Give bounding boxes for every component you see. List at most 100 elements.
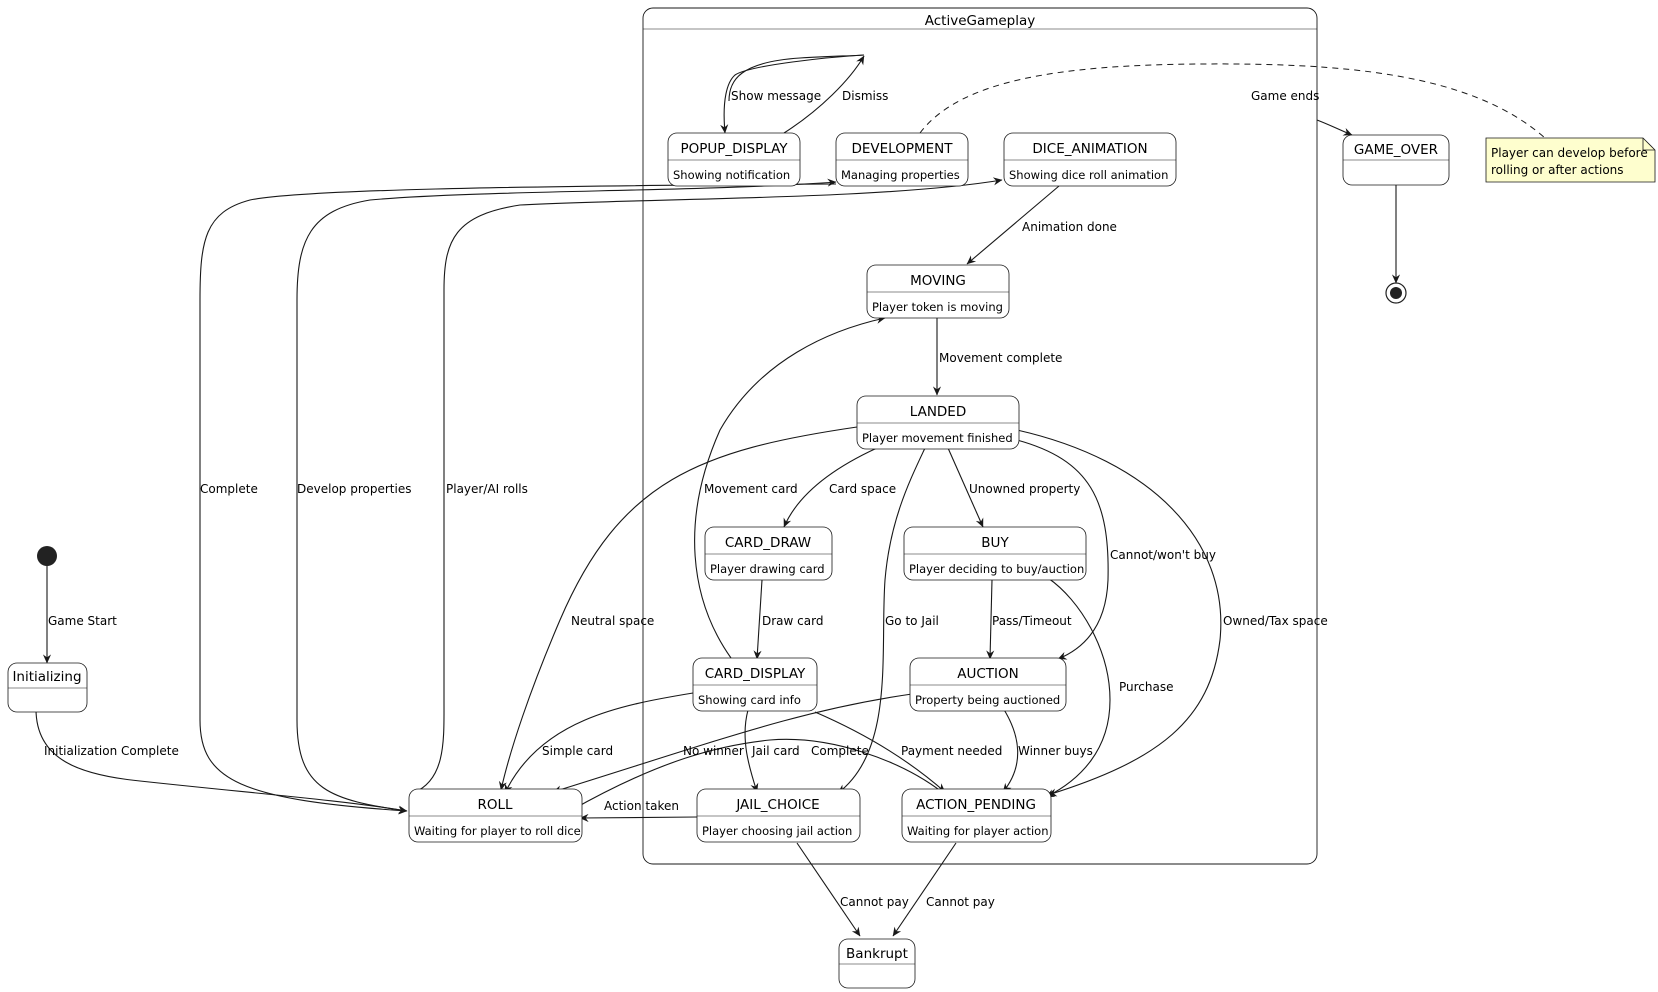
state-name: CARD_DISPLAY xyxy=(705,666,806,682)
composite-title: ActiveGameplay xyxy=(925,13,1036,29)
edge-cannot-buy xyxy=(1016,439,1109,660)
edge-neutral-space xyxy=(498,426,858,791)
label-payment-needed: Payment needed xyxy=(901,744,1002,758)
label-unowned-property: Unowned property xyxy=(969,482,1080,496)
state-popup-display: POPUP_DISPLAY Showing notification xyxy=(667,132,801,187)
state-name: DICE_ANIMATION xyxy=(1032,141,1147,157)
note-line-2: rolling or after actions xyxy=(1491,163,1624,177)
edge-simple-card xyxy=(504,692,694,794)
composite-active-gameplay: ActiveGameplay xyxy=(642,7,1318,865)
state-action-pending: ACTION_PENDING Waiting for player action xyxy=(901,788,1052,843)
label-movement-complete: Movement complete xyxy=(939,351,1062,365)
state-jail-choice: JAIL_CHOICE Player choosing jail action xyxy=(696,788,861,843)
state-landed: LANDED Player movement finished xyxy=(856,395,1020,450)
label-simple-card: Simple card xyxy=(542,744,613,758)
state-desc: Showing dice roll animation xyxy=(1009,168,1168,182)
state-name: CARD_DRAW xyxy=(725,535,811,551)
state-auction: AUCTION Property being auctioned xyxy=(909,657,1067,712)
state-name: AUCTION xyxy=(957,666,1019,682)
state-desc: Showing notification xyxy=(673,168,790,182)
state-card-display: CARD_DISPLAY Showing card info xyxy=(692,657,818,712)
state-dice-animation: DICE_ANIMATION Showing dice roll animati… xyxy=(1003,132,1177,187)
state-initializing: Initializing xyxy=(7,662,88,713)
state-name: LANDED xyxy=(910,404,967,420)
state-desc: Property being auctioned xyxy=(915,693,1060,707)
edge-draw-card xyxy=(753,579,763,660)
note-connector xyxy=(919,63,1546,139)
edge-roll-dice-animation xyxy=(412,177,1003,794)
state-name: POPUP_DISPLAY xyxy=(680,141,788,157)
label-jail-card: Jail card xyxy=(751,744,800,758)
state-desc: Showing card info xyxy=(698,693,801,707)
edge-roll-development xyxy=(296,178,837,812)
state-desc: Player drawing card xyxy=(710,562,825,576)
state-desc: Waiting for player action xyxy=(907,824,1049,838)
note-box xyxy=(1485,137,1656,183)
state-name: Bankrupt xyxy=(846,946,908,962)
edge-no-winner xyxy=(552,693,913,794)
edge-action-bankrupt xyxy=(892,842,957,937)
label-complete-card: Complete xyxy=(811,744,869,758)
label-initialization-complete: Initialization Complete xyxy=(44,744,179,758)
state-bankrupt: Bankrupt xyxy=(838,938,916,989)
state-desc: Player deciding to buy/auction xyxy=(909,562,1084,576)
edge-movement-card xyxy=(694,315,886,659)
edge-action-taken xyxy=(579,813,698,822)
edge-jail-bankrupt xyxy=(796,842,861,937)
edge-payment-needed xyxy=(814,711,946,793)
state-buy: BUY Player deciding to buy/auction xyxy=(903,526,1087,581)
edge-go-to-jail xyxy=(837,447,926,794)
state-desc: Managing properties xyxy=(841,168,960,182)
label-draw-card: Draw card xyxy=(762,614,823,628)
label-movement-card: Movement card xyxy=(704,482,798,496)
state-moving: MOVING Player token is moving xyxy=(866,264,1010,319)
label-game-ends: Game ends xyxy=(1251,89,1319,103)
initial-state xyxy=(37,546,57,566)
label-winner-buys: Winner buys xyxy=(1018,744,1093,758)
note-fold xyxy=(1642,138,1655,151)
label-pass-timeout: Pass/Timeout xyxy=(992,614,1072,628)
state-name: Initializing xyxy=(12,669,81,685)
state-card-draw: CARD_DRAW Player drawing card xyxy=(704,526,833,581)
state-desc: Waiting for player to roll dice xyxy=(414,824,581,838)
edge-popup-roll xyxy=(199,183,837,815)
label-dismiss: Dismiss xyxy=(842,89,888,103)
state-name: DEVELOPMENT xyxy=(851,141,953,157)
state-game-over: GAME_OVER xyxy=(1342,134,1450,186)
label-cannot-wont-buy: Cannot/won't buy xyxy=(1110,548,1216,562)
edge-initializing-roll xyxy=(35,708,408,814)
edge-game-ends xyxy=(1316,119,1353,136)
state-name: BUY xyxy=(981,535,1009,551)
label-develop-properties: Develop properties xyxy=(297,482,411,496)
label-card-space: Card space xyxy=(829,482,896,496)
label-go-to-jail: Go to Jail xyxy=(885,614,939,628)
label-owned-tax-space: Owned/Tax space xyxy=(1223,614,1328,628)
label-complete-left: Complete xyxy=(200,482,258,496)
state-name: GAME_OVER xyxy=(1354,142,1438,158)
note: Player can develop before rolling or aft… xyxy=(1485,137,1656,183)
state-desc: Player choosing jail action xyxy=(702,824,852,838)
edge-jail-card xyxy=(744,709,759,793)
state-name: ROLL xyxy=(477,797,513,813)
transition-labels: Game Start Initialization Complete Compl… xyxy=(44,89,1328,909)
label-cannot-pay-action: Cannot pay xyxy=(926,895,995,909)
edge-card-space xyxy=(783,447,878,528)
edge-unowned-property xyxy=(947,447,984,528)
label-cannot-pay-jail: Cannot pay xyxy=(840,895,909,909)
label-no-winner: No winner xyxy=(683,744,744,758)
state-name: ACTION_PENDING xyxy=(916,797,1036,813)
state-desc: Player movement finished xyxy=(862,431,1013,445)
composite-frame xyxy=(642,7,1318,865)
transitions xyxy=(35,54,1546,937)
label-game-start: Game Start xyxy=(48,614,117,628)
edge-complete-card xyxy=(569,738,943,812)
edge-purchase xyxy=(1045,577,1111,798)
label-animation-done: Animation done xyxy=(1022,220,1117,234)
state-name: JAIL_CHOICE xyxy=(735,797,819,813)
edge-show-message-head xyxy=(720,54,865,134)
note-line-1: Player can develop before xyxy=(1491,146,1648,160)
edge-pass-timeout xyxy=(986,579,995,660)
state-roll: ROLL Waiting for player to roll dice xyxy=(408,788,583,843)
label-show-message: Show message xyxy=(731,89,821,103)
